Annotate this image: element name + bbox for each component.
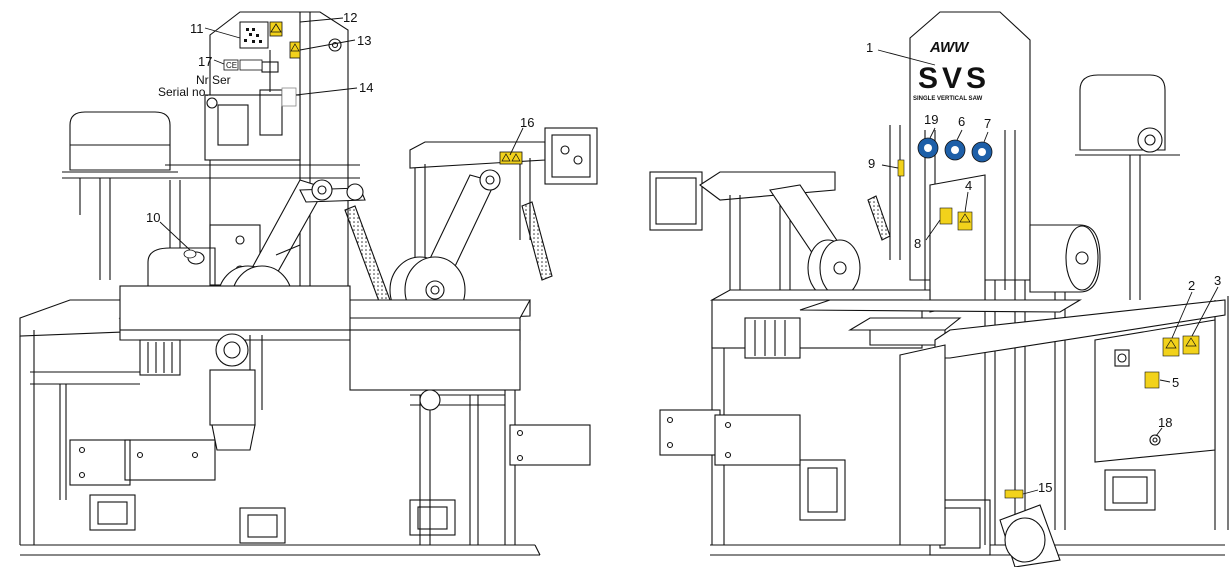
left-drive-motor <box>62 111 178 280</box>
warning-label-5 <box>1144 371 1160 389</box>
brand-subtitle: SINGLE VERTICAL SAW <box>913 96 983 102</box>
left-feed-table <box>69 285 591 486</box>
right-bandwheel-housing <box>1029 224 1101 293</box>
left-callout-numbers: 11 12 13 17 14 16 10 Nr Ser Serial no. <box>146 10 534 225</box>
callout-1: 1 <box>866 40 873 55</box>
callout-13: 13 <box>357 33 371 48</box>
brand-model: SVS <box>918 62 990 95</box>
callout-18: 18 <box>1158 415 1172 430</box>
brand-logo: AWW <box>929 39 970 56</box>
label-14 <box>281 87 297 107</box>
serial-plate-text-2: Serial no. <box>158 85 209 99</box>
callout-12: 12 <box>343 10 357 25</box>
callout-10: 10 <box>146 210 160 225</box>
callout-16: 16 <box>520 115 534 130</box>
warning-label-15 <box>1004 489 1024 499</box>
outfeed-chute <box>999 504 1061 567</box>
right-infeed-carriage <box>649 171 930 330</box>
ce-mark-text: CE <box>226 61 237 70</box>
right-drive-motor <box>1075 74 1180 300</box>
warning-label-8 <box>939 207 953 225</box>
data-plate-11 <box>239 21 269 49</box>
callout-14: 14 <box>359 80 373 95</box>
warning-label-9 <box>897 159 905 177</box>
right-callout-numbers: 1 19 6 7 9 4 8 2 3 5 18 15 <box>866 40 1221 495</box>
right-machine-view <box>649 11 1229 567</box>
warning-label-2 <box>1162 337 1180 357</box>
right-saw-column <box>889 11 1031 313</box>
callout-2: 2 <box>1188 278 1195 293</box>
right-feed-chain <box>744 317 801 359</box>
callout-15: 15 <box>1038 480 1052 495</box>
callout-5: 5 <box>1172 375 1179 390</box>
callout-3: 3 <box>1214 273 1221 288</box>
callout-9: 9 <box>868 156 875 171</box>
warning-label-12 <box>269 21 283 37</box>
right-machine-labels <box>897 137 1200 499</box>
left-feed-chain <box>139 333 441 451</box>
callout-7: 7 <box>984 116 991 131</box>
serial-plate <box>239 59 263 71</box>
electrical-cabinet <box>1094 319 1216 463</box>
callout-17: 17 <box>198 54 212 69</box>
right-base-frame <box>710 255 1229 556</box>
callout-4: 4 <box>965 178 972 193</box>
callout-19: 19 <box>924 112 938 127</box>
callout-11: 11 <box>190 21 204 36</box>
callout-8: 8 <box>914 236 921 251</box>
ce-mark-label <box>223 59 239 71</box>
callout-6: 6 <box>958 114 965 129</box>
warning-label-3 <box>1182 335 1200 355</box>
label-10 <box>183 249 197 259</box>
left-outfeed-carriage <box>344 127 598 324</box>
warning-label-4 <box>957 211 973 231</box>
right-callout-leaders <box>877 49 1219 495</box>
serial-plate-text-1: Nr Ser <box>196 73 231 87</box>
brand-panel: AWW SVS SINGLE VERTICAL SAW <box>913 39 990 102</box>
left-callout-leaders <box>159 17 524 251</box>
left-machine-labels: CE <box>183 21 523 259</box>
right-feed-table <box>659 289 1226 546</box>
